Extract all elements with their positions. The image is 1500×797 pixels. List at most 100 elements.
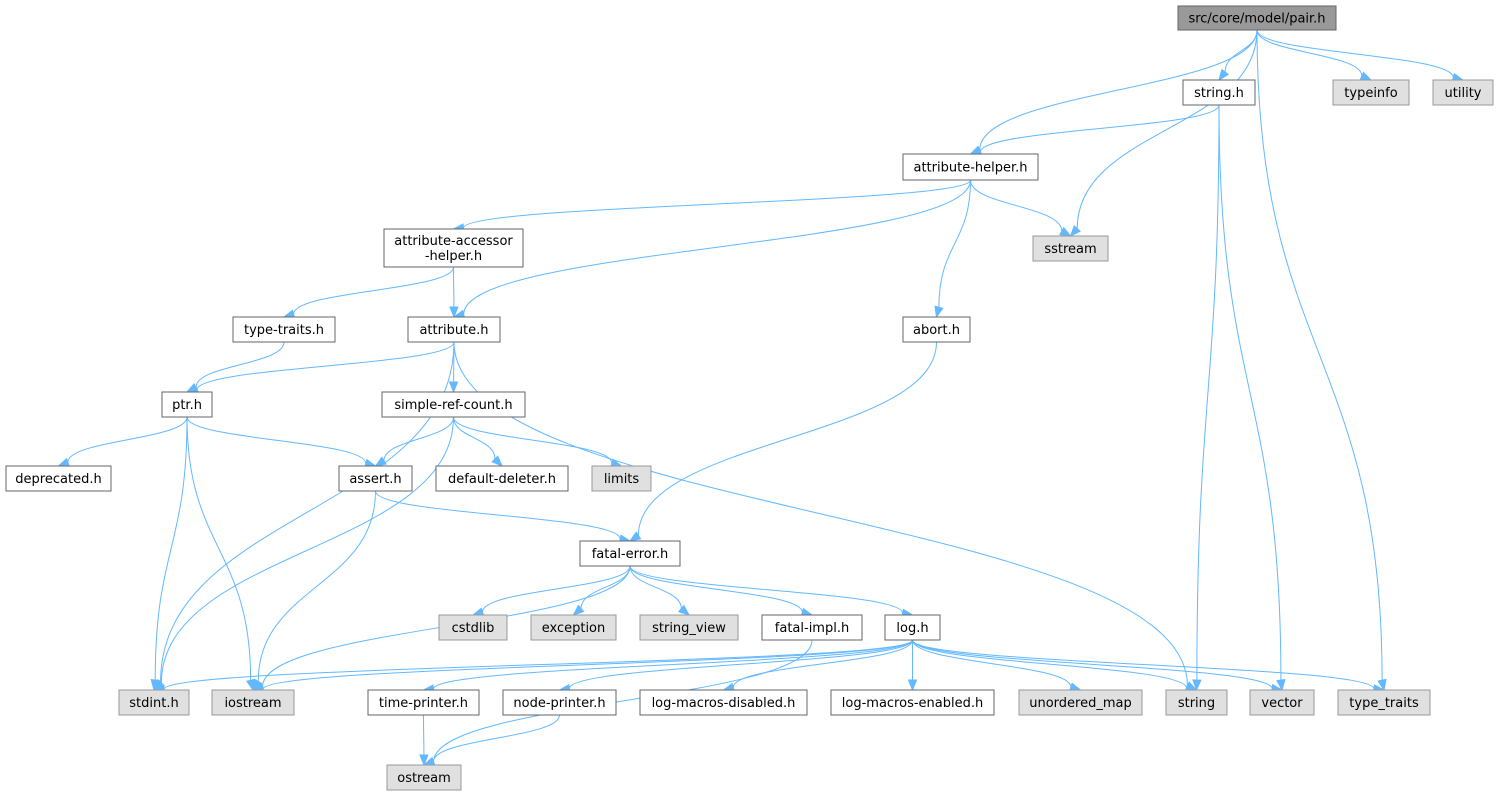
edge-ptr-h-to-deprecated-h [57, 416, 188, 467]
node-box [1249, 689, 1315, 716]
node-box [902, 316, 971, 343]
edge-simple-ref-to-assert-h [374, 416, 454, 467]
node-box [438, 614, 508, 641]
edge-log-h-to-iostream [251, 639, 913, 694]
edge-line [629, 565, 904, 614]
edge-line [257, 490, 376, 682]
node-label: ostream [397, 771, 451, 786]
node-stdint: stdint.h [118, 689, 190, 716]
edge-arrowhead [1192, 679, 1202, 692]
node-label: utility [1445, 86, 1482, 101]
edge-log-h-to-unordered-map [912, 639, 1082, 692]
node-attr-accessor[interactable]: attribute-accessor-helper.h [383, 228, 524, 268]
node-fatal-error[interactable]: fatal-error.h [579, 540, 681, 567]
node-box [1332, 79, 1410, 106]
edge-line [1224, 29, 1258, 73]
node-box [639, 689, 808, 716]
edge-line [163, 639, 913, 690]
node-string-view: string_view [639, 614, 739, 641]
edge-pair-to-type-traits-std [1256, 29, 1387, 692]
node-label: -helper.h [425, 249, 482, 264]
edge-line [1076, 29, 1258, 229]
node-ptr-h[interactable]: ptr.h [161, 391, 213, 418]
node-default-deleter[interactable]: default-deleter.h [435, 465, 569, 492]
node-simple-ref[interactable]: simple-ref-count.h [381, 391, 526, 418]
node-label: log-macros-enabled.h [842, 696, 983, 711]
node-box [884, 614, 941, 641]
node-type-traits-std: type_traits [1337, 689, 1431, 716]
node-attribute-h[interactable]: attribute.h [407, 316, 501, 343]
node-log-macros-dis[interactable]: log-macros-disabled.h [639, 689, 808, 716]
node-label: iostream [224, 696, 281, 711]
node-log-h[interactable]: log.h [884, 614, 941, 641]
node-label: type_traits [1349, 696, 1419, 711]
edge-line [453, 416, 496, 459]
node-label: fatal-error.h [592, 547, 669, 562]
node-string-h[interactable]: string.h [1182, 79, 1256, 106]
node-box [902, 153, 1039, 181]
edge-assert-h-to-iostream [252, 490, 376, 692]
edge-attr-accessor-to-attribute-h [449, 266, 459, 319]
edge-pair-to-string-h [1218, 29, 1258, 82]
node-iostream: iostream [211, 689, 295, 716]
node-label: typeinfo [1344, 86, 1397, 101]
node-label: log.h [896, 621, 928, 636]
edge-line [67, 416, 188, 463]
node-assert-h[interactable]: assert.h [338, 465, 413, 492]
node-attr-helper[interactable]: attribute-helper.h [902, 153, 1039, 181]
edge-arrowhead [907, 679, 918, 692]
node-label: src/core/model/pair.h [1188, 12, 1325, 27]
edge-arrowhead [374, 456, 387, 467]
node-type-traits-h[interactable]: type-traits.h [232, 316, 336, 343]
node-node-printer[interactable]: node-printer.h [502, 689, 617, 716]
node-utility: utility [1432, 79, 1494, 106]
edge-fatal-error-to-cstdlib [471, 565, 631, 617]
edge-log-h-to-node-printer [558, 639, 913, 694]
edge-fatal-error-to-exception [572, 565, 631, 616]
node-box [639, 614, 739, 641]
edge-arrowhead [1377, 678, 1387, 692]
edge-line [970, 179, 1063, 232]
edge-attr-helper-to-abort-h [934, 179, 971, 319]
edge-node-printer-to-ostream [422, 714, 560, 766]
edge-fatal-error-to-fatal-impl [629, 565, 814, 617]
edge-line [196, 341, 455, 391]
node-label: attribute.h [419, 323, 488, 338]
edge-line [375, 490, 621, 540]
node-abort-h[interactable]: abort.h [902, 316, 971, 343]
edge-string-h-to-attr-helper [969, 104, 1220, 157]
node-box [383, 228, 524, 268]
node-box [338, 465, 413, 492]
edge-line [1196, 104, 1220, 681]
edge-arrowhead [1276, 679, 1286, 692]
nodes-layer: src/core/model/pair.h string.h typeinfo uti… [5, 5, 1494, 791]
edge-line [912, 639, 1375, 690]
node-box [367, 689, 480, 716]
edge-log-h-to-string-std [912, 639, 1198, 693]
node-box [407, 316, 501, 343]
node-box [386, 764, 462, 791]
node-time-printer[interactable]: time-printer.h [367, 689, 480, 716]
node-label: string.h [1194, 86, 1244, 101]
edge-line [262, 639, 913, 690]
node-label: default-deleter.h [448, 472, 556, 487]
node-box [1432, 79, 1494, 106]
node-label: unordered_map [1029, 696, 1132, 711]
edge-line [383, 416, 454, 461]
edge-time-printer-to-ostream [419, 714, 429, 767]
edge-line [938, 179, 971, 308]
node-fatal-impl[interactable]: fatal-impl.h [761, 614, 863, 641]
edge-pair-to-sstream [1069, 29, 1258, 237]
edge-pair-to-utility [1256, 29, 1465, 83]
edge-arrowhead [628, 531, 642, 542]
node-sstream: sstream [1032, 235, 1109, 262]
edge-line [580, 565, 631, 609]
edge-arrowhead [448, 381, 459, 394]
edge-arrowhead [57, 457, 70, 467]
edge-line [979, 104, 1220, 153]
node-deprecated-h[interactable]: deprecated.h [5, 465, 112, 492]
node-label: attribute-helper.h [913, 161, 1027, 176]
node-log-macros-en[interactable]: log-macros-enabled.h [830, 689, 995, 716]
node-pair[interactable]: src/core/model/pair.h [1177, 5, 1337, 31]
edge-arrowhead [449, 306, 459, 319]
